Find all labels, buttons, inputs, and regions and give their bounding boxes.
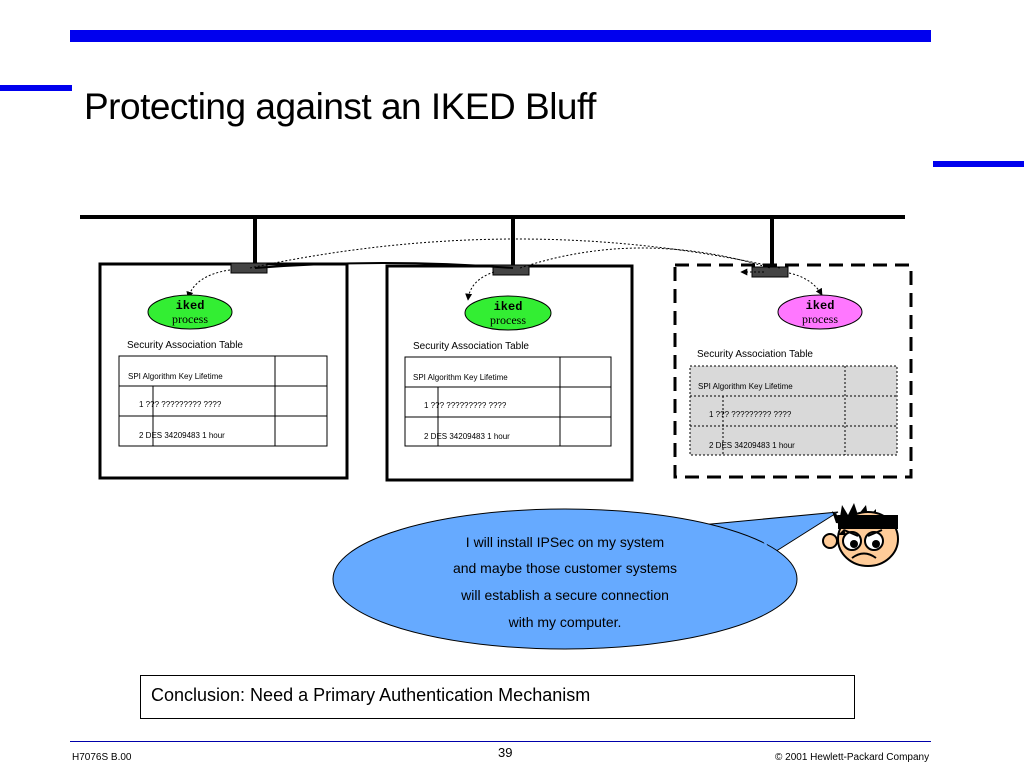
sa-table-3: SPI Algorithm Key Lifetime 1 ??? ???????… xyxy=(689,365,898,456)
iked-label-1: iked xyxy=(176,299,205,313)
sa-table-title-2: Security Association Table xyxy=(413,341,529,352)
left-accent-bar xyxy=(0,85,72,91)
speech-line-4: with my computer. xyxy=(508,614,622,630)
iked-process-label-1: process xyxy=(172,312,208,326)
sa-table-1: SPI Algorithm Key Lifetime 1 ??? ???????… xyxy=(118,355,328,447)
nic-connector-2 xyxy=(492,264,530,276)
iked-label-3: iked xyxy=(806,299,835,313)
sa-table-2-header: SPI Algorithm Key Lifetime xyxy=(413,373,508,382)
sa-table-1-row-2: 2 DES 34209483 1 hour xyxy=(139,431,225,440)
dotted-link-1-3 xyxy=(249,238,781,269)
speech-line-3: will establish a secure connection xyxy=(460,587,669,603)
sa-table-1-row-1: 1 ??? ????????? ???? xyxy=(139,400,222,409)
iked-ellipse-2 xyxy=(464,295,552,331)
sa-table-2-row-1: 1 ??? ????????? ???? xyxy=(424,401,507,410)
iked-process-label-2: process xyxy=(490,313,526,327)
right-accent-bar xyxy=(933,161,1024,167)
sa-table-3-row-1: 1 ??? ????????? ???? xyxy=(709,410,792,419)
footer-course-code: H7076S B.00 xyxy=(72,752,132,763)
arrow-to-iked-3 xyxy=(788,272,823,296)
sa-table-3-row-2: 2 DES 34209483 1 hour xyxy=(709,441,795,450)
worried-person-icon xyxy=(822,503,899,567)
speech-line-2: and maybe those customer systems xyxy=(453,560,677,576)
slide-title: Protecting against an IKED Bluff xyxy=(84,86,596,127)
iked-label-2: iked xyxy=(494,300,523,314)
arrow-to-iked-2 xyxy=(465,271,495,301)
footer-divider xyxy=(70,741,931,742)
sa-table-3-header: SPI Algorithm Key Lifetime xyxy=(698,382,793,391)
sa-table-2: SPI Algorithm Key Lifetime 1 ??? ???????… xyxy=(404,356,612,447)
iked-process-label-3: process xyxy=(802,312,838,326)
nic-connector-3 xyxy=(751,266,789,278)
sa-table-1-header: SPI Algorithm Key Lifetime xyxy=(128,372,223,381)
speech-line-1: I will install IPSec on my system xyxy=(466,534,664,550)
sa-table-2-row-2: 2 DES 34209483 1 hour xyxy=(424,432,510,441)
arrow-to-iked-1 xyxy=(186,269,231,299)
dotted-link-2-3 xyxy=(519,247,771,269)
top-accent-bar xyxy=(70,30,931,42)
sa-table-title-1: Security Association Table xyxy=(127,340,243,351)
conclusion-box: Conclusion: Need a Primary Authenticatio… xyxy=(140,675,855,719)
iked-ellipse-3 xyxy=(777,294,863,330)
footer-copyright: © 2001 Hewlett-Packard Company xyxy=(775,752,930,763)
page-number: 39 xyxy=(498,745,513,760)
sa-table-title-3: Security Association Table xyxy=(697,349,813,360)
network-diagram: iked process iked process iked process S… xyxy=(80,215,913,650)
iked-ellipse-1 xyxy=(147,294,233,330)
solid-link-1-2 xyxy=(254,262,514,269)
speech-bubble: I will install IPSec on my system and ma… xyxy=(332,508,839,650)
